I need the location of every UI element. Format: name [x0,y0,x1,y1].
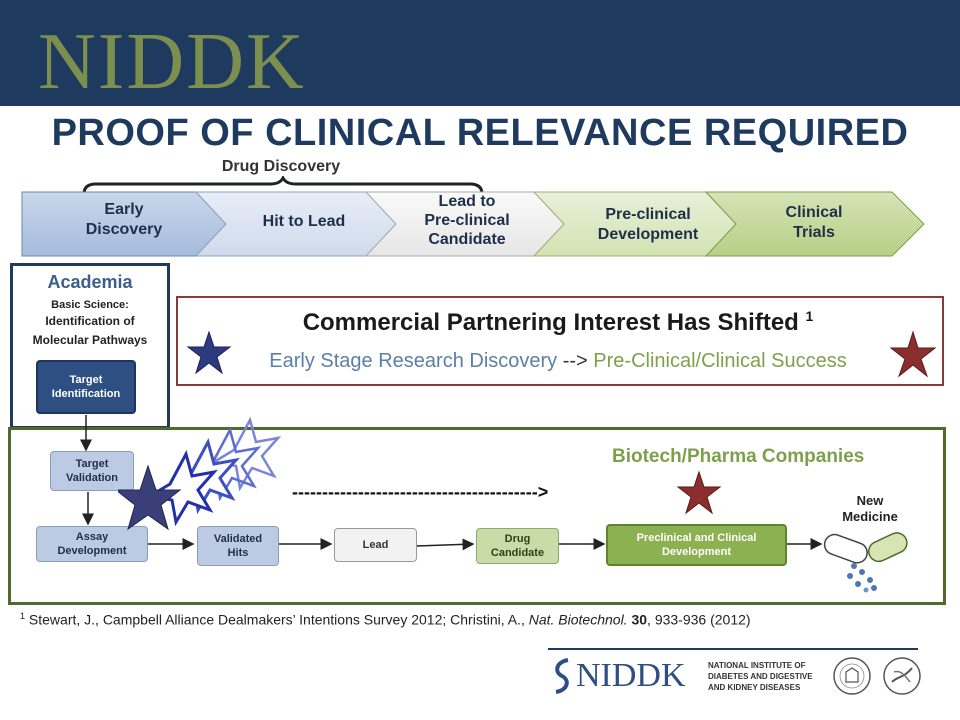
academia-description: Basic Science: Identification of Molecul… [10,296,170,350]
footnote-mark: 1 [20,611,26,621]
node-label: Preclinical and Clinical [636,532,757,544]
node-label: Validation [66,472,118,484]
niddk-name-line: NATIONAL INSTITUTE OF [708,661,806,670]
partnering-title: Commercial Partnering Interest Has Shift… [176,308,940,337]
footnote-journal: Nat. Biotechnol. [528,611,628,628]
target-validation-node: Target Validation [50,451,134,491]
new-medicine-label: New Medicine [830,493,910,525]
stage-label-line: Early [104,201,144,218]
validated-hits-node: Validated Hits [197,526,279,566]
niddk-name-line: DIABETES AND DIGESTIVE [708,672,813,681]
drug-discovery-brace [82,176,484,195]
nih-seal-icon [833,657,871,695]
node-label: Identification [51,388,121,400]
late-stage-text: Pre-Clinical/Clinical Success [593,350,847,372]
node-label: Development [57,545,127,557]
node-label: Assay [75,531,109,543]
preclinical-clinical-node: Preclinical and Clinical Development [606,524,787,566]
stage-clinical-trials: Clinical Trials [744,203,884,243]
stage-label-line: Candidate [428,231,506,248]
biotech-pharma-title: Biotech/Pharma Companies [612,446,865,467]
footnote-text: Stewart, J., Campbell Alliance Dealmaker… [28,611,529,628]
blue-star-icon [186,330,232,375]
footnote-citation: 1 Stewart, J., Campbell Alliance Dealmak… [20,611,751,628]
page-title: PROOF OF CLINICAL RELEVANCE REQUIRED [51,112,909,154]
stage-label-line: Clinical [785,204,843,221]
academia-line: Basic Science: [51,299,129,311]
early-stage-text: Early Stage Research Discovery [269,350,558,372]
header-banner [0,0,960,106]
academia-title: Academia [47,272,133,292]
node-label: Target [69,374,103,386]
drug-candidate-node: Drug Candidate [476,528,559,564]
assay-development-node: Assay Development [36,526,148,562]
red-star-icon [676,470,722,515]
stage-lead-to-candidate: Lead to Pre-clinical Candidate [396,192,538,249]
target-identification-node: Target Identification [36,360,136,414]
node-label: Hits [227,547,249,559]
capsule-icon [823,532,908,593]
stage-label-line: Pre-clinical [605,206,691,223]
partnering-footnote-mark: 1 [805,308,814,324]
hhs-seal-icon [883,657,921,695]
logo-divider [548,648,918,650]
footnote-text: , 933-936 (2012) [647,611,751,628]
academia-line: Identification of [45,314,135,328]
node-label: Target [75,458,109,470]
footnote-volume: 30 [631,611,648,628]
drug-discovery-label: Drug Discovery [221,158,341,175]
shift-arrow-text: --> [562,350,588,372]
star-trail-icon [118,416,282,531]
partnering-subtitle: Early Stage Research Discovery --> Pre-C… [176,350,940,373]
node-label: Candidate [490,547,545,559]
partnering-box [176,296,944,386]
stage-label-line: Trials [793,224,835,241]
node-label: Drug [504,533,531,545]
node-label: Development [661,546,732,558]
node-label: Lead [362,539,389,551]
new-medicine-line: New [856,493,884,508]
niddk-full-name: NATIONAL INSTITUTE OF DIABETES AND DIGES… [708,660,813,693]
niddk-footer-logo-text: NIDDK [576,657,686,694]
new-medicine-line: Medicine [842,509,898,524]
stage-hit-to-lead: Hit to Lead [232,212,376,232]
stage-label-line: Discovery [85,221,163,238]
stage-label-line: Pre-clinical [424,212,510,229]
niddk-swirl-icon [555,658,569,694]
stage-preclinical-development: Pre-clinical Development [576,205,720,245]
academia-line: Molecular Pathways [32,333,148,347]
niddk-name-line: AND KIDNEY DISEASES [708,683,801,692]
stage-label-line: Hit to Lead [262,213,346,230]
stage-early-discovery: Early Discovery [56,200,192,240]
partnering-title-text: Commercial Partnering Interest Has Shift… [302,309,799,336]
dashed-arrow: ----------------------------------------… [292,482,549,502]
stage-label-line: Lead to [438,193,496,210]
stage-label-line: Development [597,226,699,243]
pipeline-chevrons [21,191,925,257]
niddk-logo-text: NIDDK [38,18,306,106]
lead-node: Lead [334,528,417,562]
node-label: Validated [213,533,263,545]
red-star-icon [890,330,936,378]
